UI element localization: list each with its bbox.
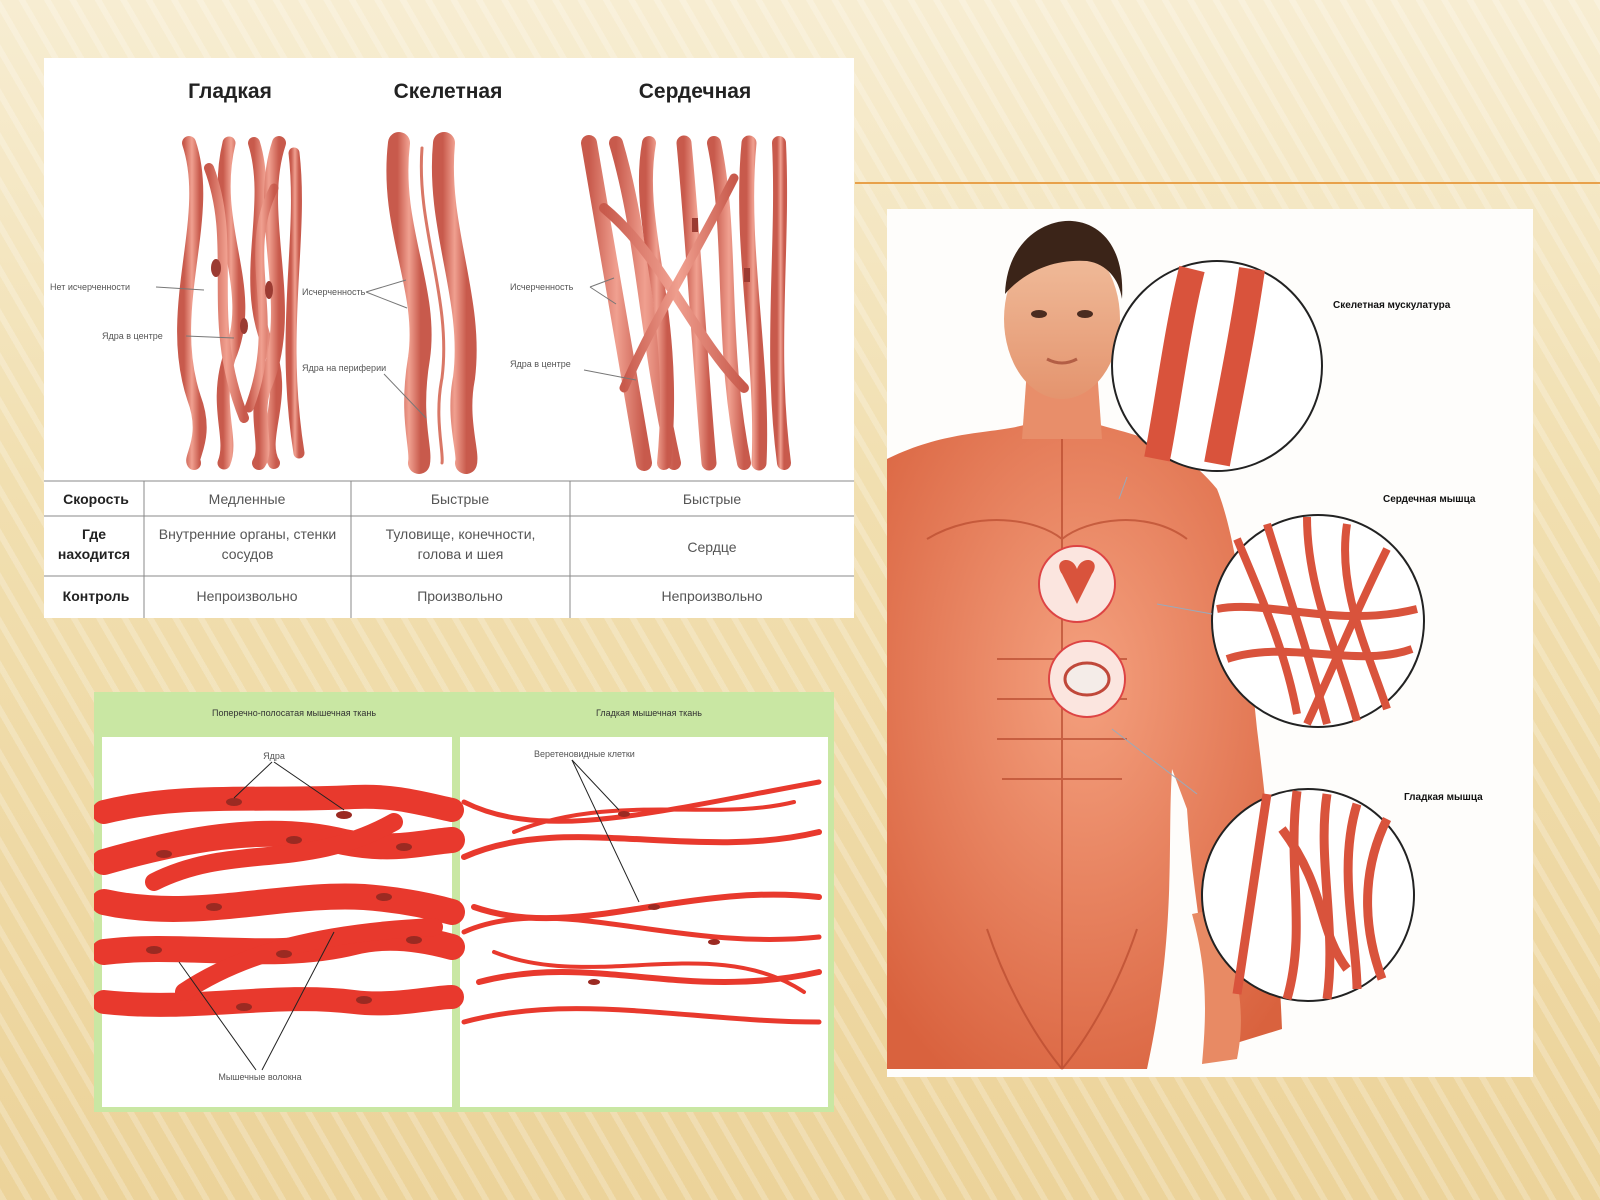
tissue-comparison-svg: Поперечно-полосатая мышечная ткань Гладк… <box>94 708 828 1107</box>
annotation-no-striation: Нет исчерченности <box>50 282 130 292</box>
table-cell: Туловище, конечности, голова и шея <box>385 526 536 562</box>
table-row-header-control: Контроль <box>63 588 130 604</box>
annotation-striation-skeletal: Исчерченность <box>302 287 366 297</box>
muscle-types-comparison-panel: Гладкая Скелетная Сердечная Нет исчерчен… <box>44 58 854 618</box>
spindle-cells-illustration <box>461 779 822 1025</box>
column-title-skeletal: Скелетная <box>394 80 503 103</box>
striated-tissue-title: Поперечно-полосатая мышечная ткань <box>212 708 376 718</box>
column-title-cardiac: Сердечная <box>639 80 751 103</box>
smooth-tissue-title: Гладкая мышечная ткань <box>596 708 702 718</box>
table-row-header-location: Где находится <box>57 526 131 562</box>
muscle-fibers-label: Мышечные волокна <box>218 1072 301 1082</box>
annotation-nuclei-center-cardiac: Ядра в центре <box>510 359 571 369</box>
label-cardiac-muscle: Сердечная мышца <box>1383 494 1476 505</box>
accent-divider-line <box>855 182 1600 184</box>
cardiac-muscle-inset <box>1211 514 1425 728</box>
annotation-nuclei-center-smooth: Ядра в центре <box>102 331 163 341</box>
cardiac-muscle-illustration <box>581 135 791 471</box>
annotation-nuclei-periphery: Ядра на периферии <box>302 363 386 373</box>
comparison-table: Скорость Медленные Быстрые Быстрые Где н… <box>44 480 854 618</box>
table-cell: Внутренние органы, стенки сосудов <box>158 526 337 562</box>
smooth-muscle-inset <box>1201 788 1415 1002</box>
table-cell: Медленные <box>209 491 286 507</box>
table-cell: Непроизвольно <box>196 588 297 604</box>
spindle-cells-label: Веретеновидные клетки <box>534 749 635 759</box>
annotation-striation-cardiac: Исчерченность <box>510 282 574 292</box>
human-muscles-svg: Скелетная мускулатура Сердечная мышца <box>887 220 1483 1070</box>
table-cell: Быстрые <box>431 491 490 507</box>
tissue-comparison-panel: Поперечно-полосатая мышечная ткань Гладк… <box>94 692 834 1112</box>
table-cell: Непроизвольно <box>661 588 762 604</box>
skeletal-muscle-inset <box>1111 260 1323 472</box>
table-cell: Произвольно <box>417 588 503 604</box>
label-smooth-muscle: Гладкая мышца <box>1404 792 1483 803</box>
table-cell: Сердце <box>687 539 736 555</box>
nuclei-label: Ядра <box>263 751 285 761</box>
smooth-tissue-box <box>460 737 828 1107</box>
muscle-types-svg: Гладкая Скелетная Сердечная Нет исчерчен… <box>44 80 854 618</box>
table-cell: Быстрые <box>683 491 742 507</box>
skeletal-muscle-illustration <box>386 132 478 474</box>
striated-fibers-illustration <box>94 784 465 1017</box>
human-figure-illustration <box>887 220 1282 1070</box>
human-muscular-system-panel: Скелетная мускулатура Сердечная мышца <box>887 209 1533 1077</box>
smooth-muscle-illustration <box>177 136 305 470</box>
column-title-smooth: Гладкая <box>188 80 272 103</box>
label-skeletal-muscle: Скелетная мускулатура <box>1333 300 1451 311</box>
table-row-header-speed: Скорость <box>63 491 129 507</box>
